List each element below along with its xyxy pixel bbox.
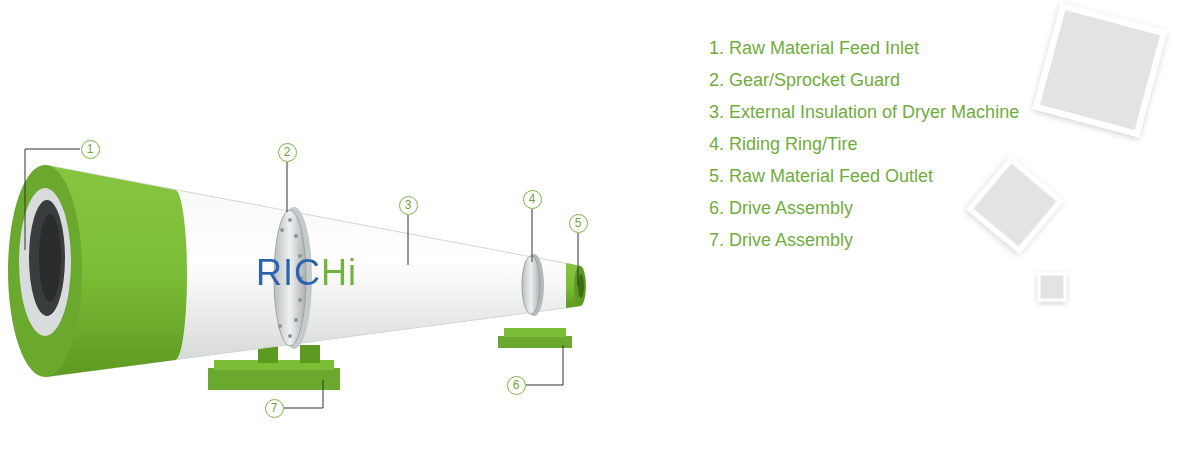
part-name: 2. Gear/Sprocket Guard bbox=[709, 69, 900, 91]
callout-number: 3 bbox=[405, 199, 412, 211]
leader-lines bbox=[25, 149, 578, 408]
brand-logo: RICHi bbox=[256, 253, 357, 293]
callout-number: 4 bbox=[529, 193, 536, 205]
part-name: 4. Riding Ring/Tire bbox=[709, 133, 857, 155]
part-name: 1. Raw Material Feed Inlet bbox=[709, 37, 919, 59]
callout-number: 7 bbox=[271, 402, 278, 414]
part-name: 7. Drive Assembly bbox=[709, 229, 853, 251]
callout-circle: 7 bbox=[265, 399, 284, 418]
callout-circle: 3 bbox=[399, 196, 418, 215]
callout-number: 5 bbox=[575, 217, 582, 229]
decor-diamonds bbox=[970, 6, 1164, 300]
part-name: 5. Raw Material Feed Outlet bbox=[709, 165, 933, 187]
callout-circle: 1 bbox=[81, 140, 100, 159]
callout-circle: 4 bbox=[523, 190, 542, 209]
dryer-drum bbox=[8, 165, 586, 377]
callout-circle: 6 bbox=[507, 376, 526, 395]
part-name: 3. External Insulation of Dryer Machine bbox=[709, 101, 1019, 123]
part-name: 6. Drive Assembly bbox=[709, 197, 853, 219]
callout-number: 6 bbox=[513, 379, 520, 391]
callout-number: 2 bbox=[284, 146, 291, 158]
callout-circle: 5 bbox=[569, 214, 588, 233]
callout-circle: 2 bbox=[278, 143, 297, 162]
callout-number: 1 bbox=[87, 143, 94, 155]
